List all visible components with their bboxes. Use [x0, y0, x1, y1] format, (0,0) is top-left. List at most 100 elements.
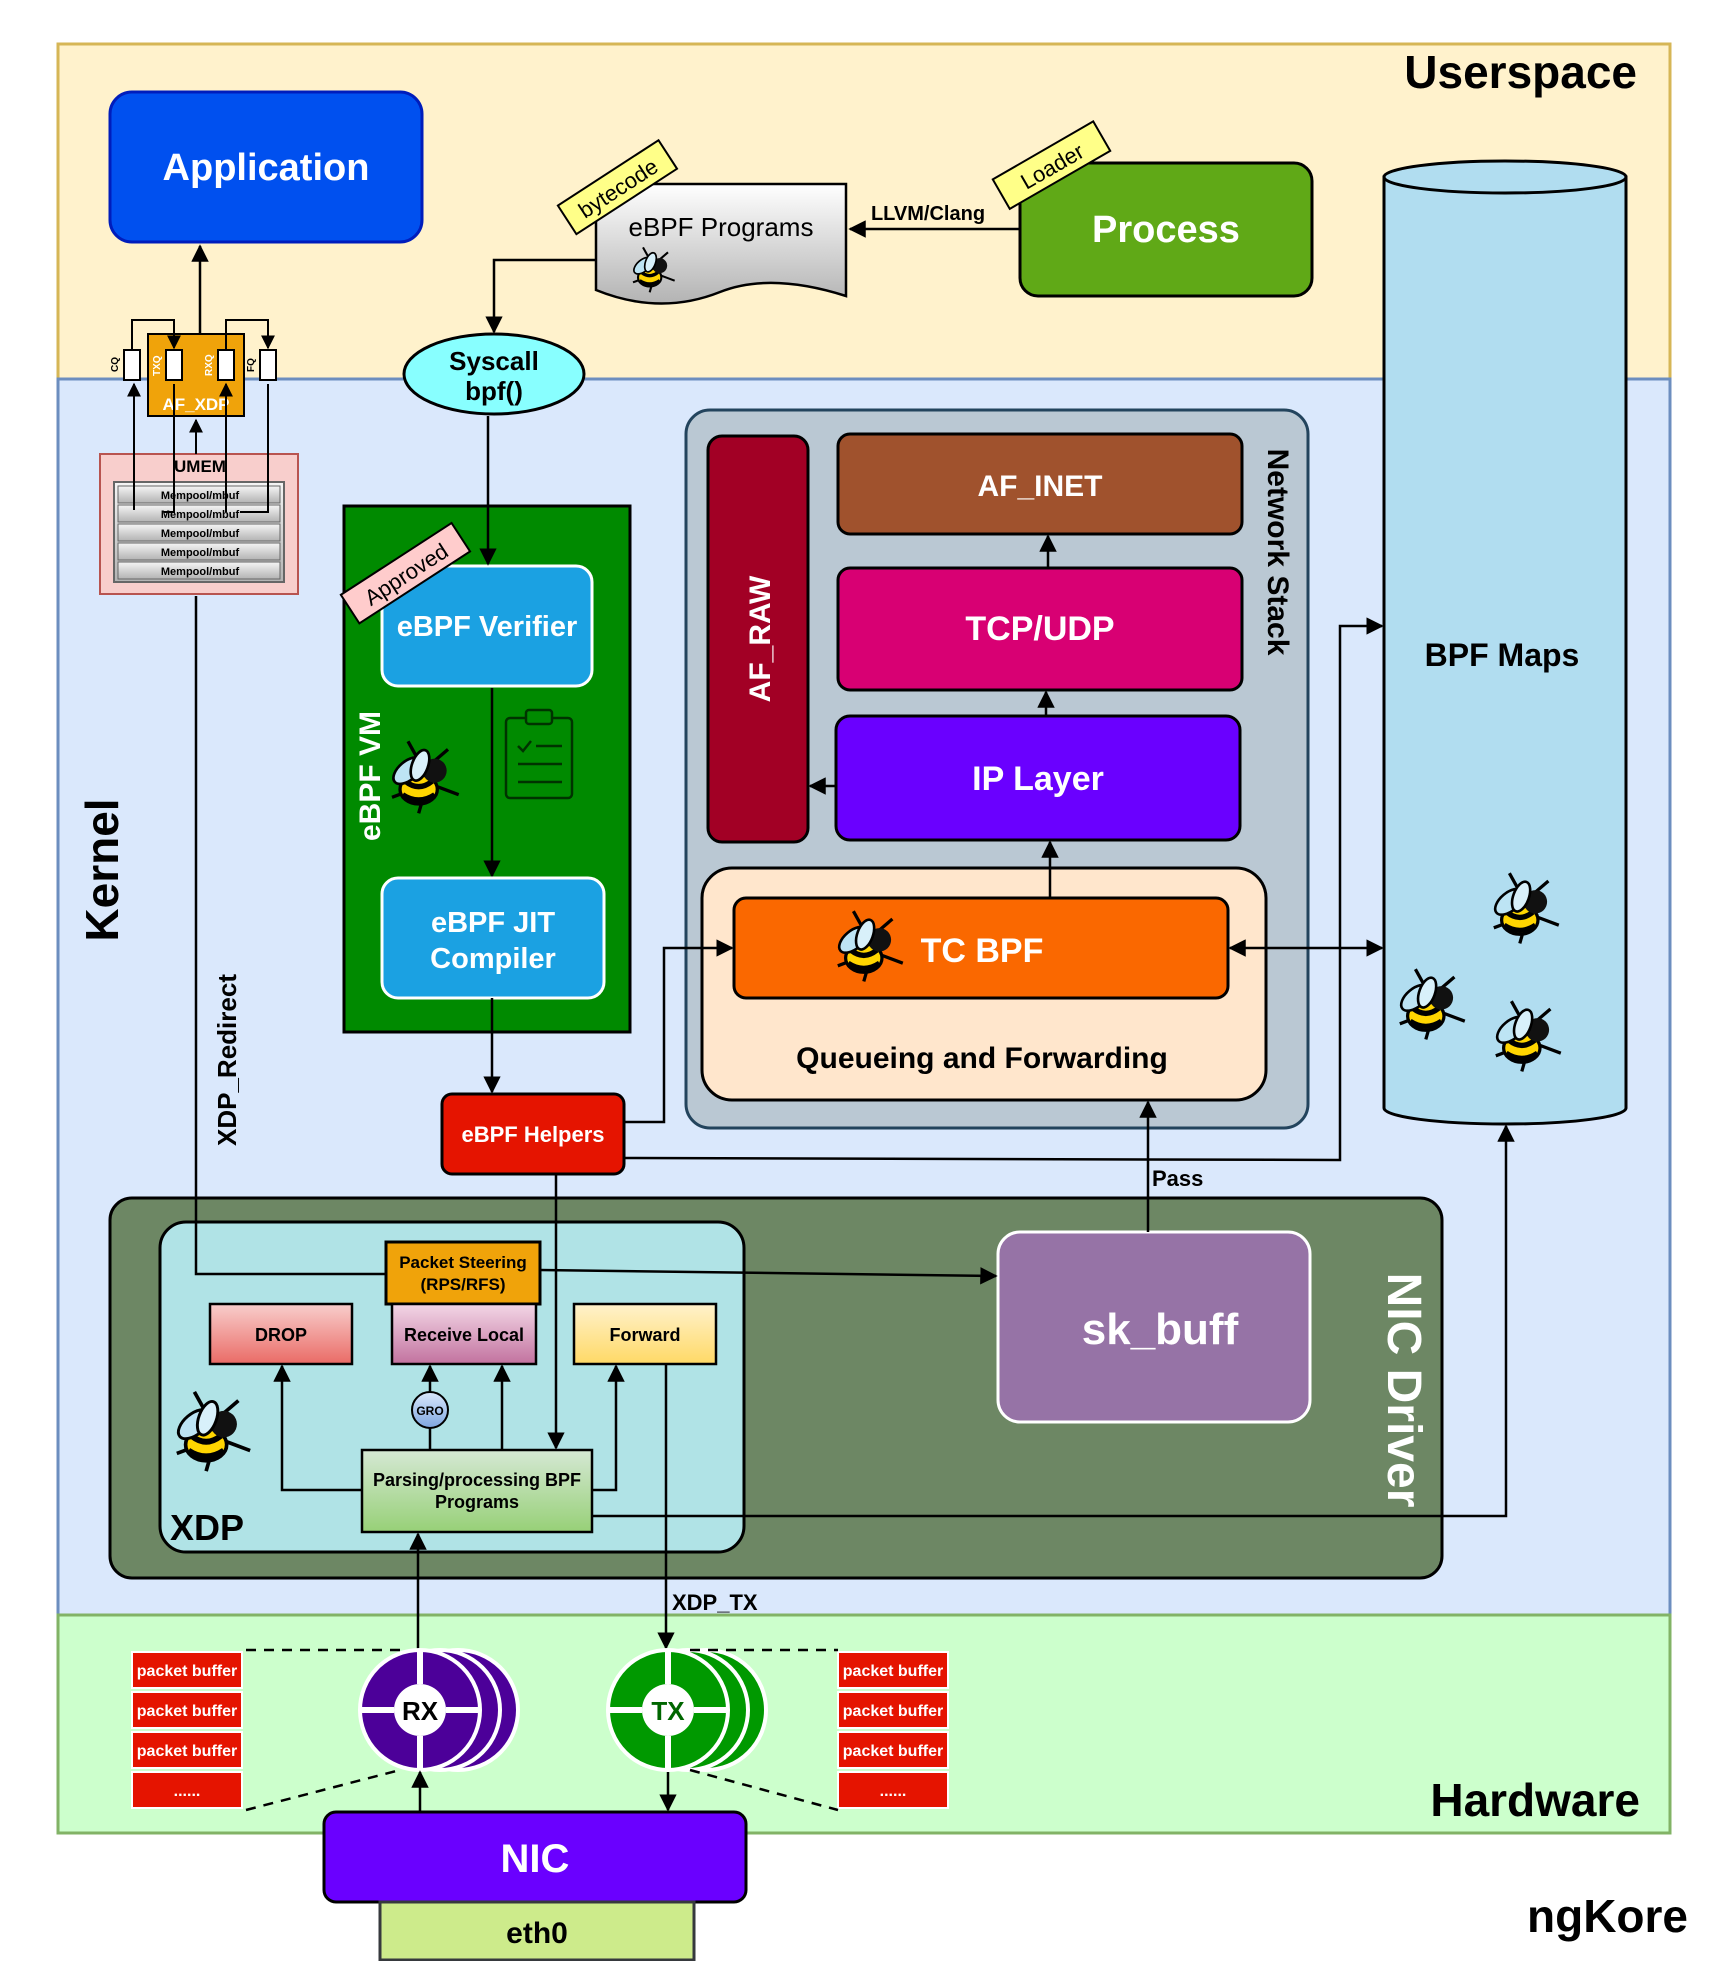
packet-steering-line2: (RPS/RFS) — [421, 1275, 506, 1294]
receive-local-box — [390, 1302, 538, 1366]
syscall-label-line1: Syscall — [449, 346, 539, 376]
parsing-to-maps-arrow — [592, 1124, 1515, 1518]
parsing-label-line1: Parsing/processing BPF — [373, 1470, 581, 1490]
ebpf-programs-doc — [594, 182, 848, 305]
tcp-udp-box — [836, 566, 1244, 692]
packet-buffer — [837, 1771, 949, 1809]
parsing-box — [360, 1448, 594, 1534]
tx-ring: TX — [606, 1648, 768, 1772]
helpers-to-maps-arrow — [623, 617, 1384, 1162]
tc-bpf-label: TC BPF — [921, 932, 1044, 970]
nic-driver-label: NIC Driver — [1377, 1273, 1430, 1508]
xdp-label: XDP — [170, 1507, 244, 1548]
brand-label: ngKore — [1527, 1890, 1688, 1942]
mempool-label: Mempool/mbuf — [161, 509, 240, 521]
packet-buffer — [837, 1691, 949, 1729]
userspace-label: Userspace — [1404, 46, 1637, 98]
af-xdp-label: AF_XDP — [162, 395, 229, 414]
parsing-to-forward-arrow — [592, 1364, 625, 1492]
packet-buffer — [131, 1771, 243, 1809]
packet-buffer-label: packet buffer — [137, 1743, 237, 1760]
af-raw-box — [706, 434, 810, 844]
kernel-label: Kernel — [76, 798, 128, 941]
packet-buffer — [131, 1731, 243, 1769]
mempool-row — [117, 542, 281, 561]
mempool-label: Mempool/mbuf — [161, 490, 240, 502]
rx-buffer-list: packet buffer packet buffer packet buffe… — [131, 1651, 243, 1809]
packet-buffer — [837, 1651, 949, 1689]
queue-line — [131, 319, 181, 350]
cq-label: CQ — [110, 357, 121, 372]
network-stack-label: Network Stack — [1261, 449, 1294, 656]
rxq-label: RXQ — [204, 354, 215, 376]
drop-box — [208, 1302, 354, 1366]
clipboard-icon — [504, 708, 574, 800]
gro-label: GRO — [416, 1404, 443, 1418]
syscall-label-line2: bpf() — [465, 376, 523, 406]
eth0-box — [378, 1900, 696, 1961]
mempool-row — [117, 485, 281, 504]
tx-label: TX — [651, 1696, 685, 1726]
buffer-dashed-links — [245, 1648, 839, 1812]
pass-label: Pass — [1152, 1166, 1203, 1191]
ip-layer-label: IP Layer — [972, 760, 1104, 798]
mempool-label: Mempool/mbuf — [161, 566, 240, 578]
rx-ring: RX — [358, 1648, 520, 1772]
tx-buffer-list: packet buffer packet buffer packet buffe… — [837, 1651, 949, 1809]
xdp-redirect-label: XDP_Redirect — [212, 974, 242, 1146]
ebpf-verifier-box — [380, 564, 594, 688]
application-box — [108, 90, 424, 244]
umem-label: UMEM — [174, 457, 226, 476]
mempool-row — [117, 561, 281, 580]
packet-buffer-label: packet buffer — [137, 1703, 237, 1720]
fq-label: FQ — [246, 358, 257, 372]
ebpf-verifier-label: eBPF Verifier — [397, 611, 578, 643]
steering-to-skbuff-arrow — [539, 1267, 998, 1285]
ebpf-jit-label-line1: eBPF JIT — [431, 907, 555, 939]
bpf-maps-cylinder — [1382, 175, 1628, 1126]
ebpf-vm-label: eBPF VM — [354, 711, 387, 841]
packet-buffer-label: packet buffer — [137, 1663, 237, 1680]
hardware-label: Hardware — [1430, 1774, 1640, 1826]
packet-buffer-label: ...... — [880, 1783, 907, 1800]
packet-buffer — [837, 1731, 949, 1769]
fq-queue — [259, 349, 277, 381]
ebpf-jit-label-line2: Compiler — [430, 943, 556, 975]
process-label: Process — [1092, 209, 1240, 251]
xdp-redirect-line — [194, 596, 386, 1276]
forward-label: Forward — [609, 1325, 680, 1345]
packet-buffer-label: ...... — [174, 1783, 201, 1800]
af-raw-label: AF_RAW — [744, 575, 777, 702]
packet-buffer-label: packet buffer — [843, 1703, 943, 1720]
packet-buffer-label: packet buffer — [843, 1743, 943, 1760]
sk-buff-box — [996, 1230, 1312, 1424]
mempool-row — [117, 523, 281, 542]
ip-layer-box — [834, 714, 1242, 842]
umem-queue-line — [164, 384, 175, 513]
cq-queue — [123, 349, 141, 381]
packet-steering-box — [384, 1240, 542, 1306]
receive-local-label: Receive Local — [404, 1325, 524, 1345]
xdp-queues: CQ TXQ RXQ FQ — [110, 349, 277, 381]
packet-buffer — [131, 1651, 243, 1689]
packet-steering-line1: Packet Steering — [399, 1253, 527, 1272]
queueing-label: Queueing and Forwarding — [796, 1042, 1168, 1075]
mempool-label: Mempool/mbuf — [161, 528, 240, 540]
mempool-row — [117, 504, 281, 523]
queue-line — [225, 319, 275, 350]
mempool-label: Mempool/mbuf — [161, 547, 240, 559]
helpers-to-tc-arrow — [624, 939, 734, 1124]
eth0-label: eth0 — [506, 1917, 568, 1950]
af-inet-label: AF_INET — [977, 470, 1102, 503]
txq-label: TXQ — [152, 355, 163, 376]
packet-buffer — [131, 1691, 243, 1729]
sk-buff-label: sk_buff — [1082, 1305, 1239, 1354]
application-label: Application — [163, 147, 370, 189]
parsing-label-line2: Programs — [435, 1492, 519, 1512]
bpf-maps-label: BPF Maps — [1425, 637, 1580, 673]
ebpf-helpers-box — [440, 1092, 626, 1176]
ebpf-programs-label: eBPF Programs — [629, 212, 814, 242]
bpf-maps-top — [1382, 159, 1628, 195]
ebpf-helpers-label: eBPF Helpers — [461, 1122, 604, 1147]
